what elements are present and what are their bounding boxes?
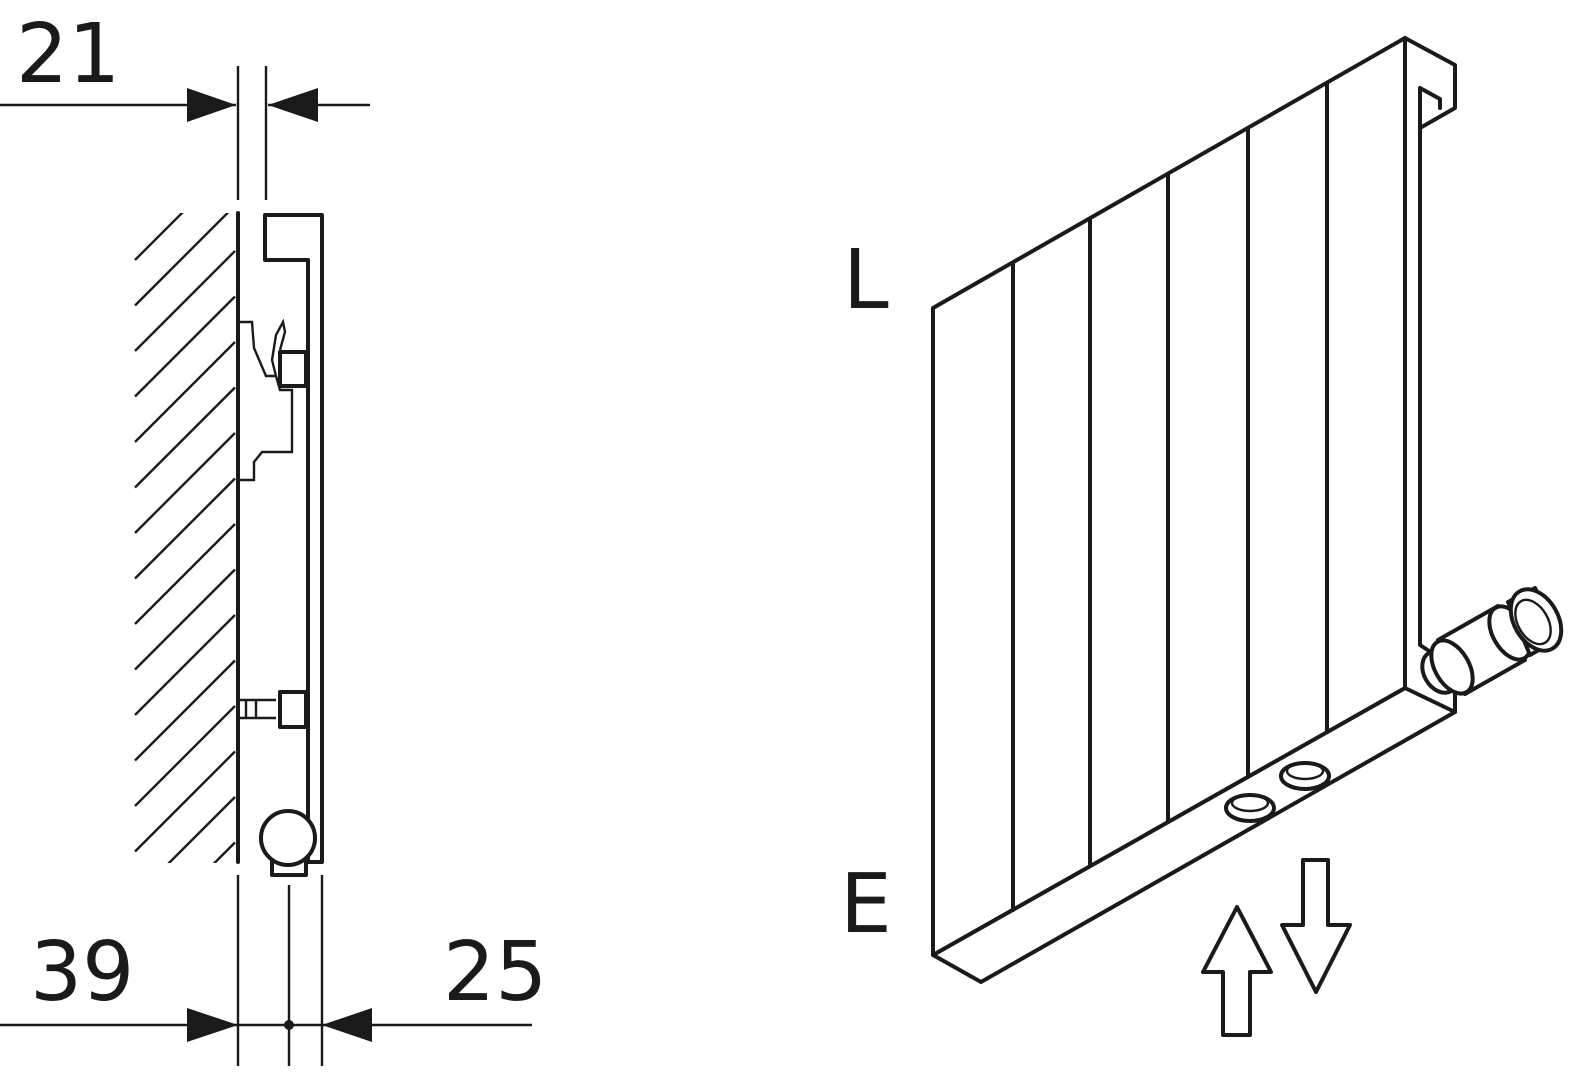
hatch-line: [134, 213, 184, 261]
hatch-line: [134, 386, 236, 489]
upper-bracket: [240, 318, 308, 482]
wall-hatching: [134, 213, 236, 988]
hatch-line: [134, 750, 236, 853]
hatch-line: [134, 705, 236, 807]
flow-arrow-down-icon: [1280, 858, 1352, 994]
dimension-label-21: 21: [16, 7, 120, 102]
iso-view: L E: [840, 36, 1564, 1037]
dimension-label-39: 39: [30, 925, 134, 1020]
hatch-line: [134, 295, 236, 398]
side-view: 21 39: [0, 7, 547, 1066]
hatch-line: [134, 432, 236, 534]
label-e: E: [840, 857, 892, 952]
hatch-line: [134, 341, 236, 443]
hatch-line: [134, 477, 236, 580]
hatch-line: [134, 614, 236, 716]
label-l: L: [843, 233, 889, 328]
hatch-line: [134, 568, 236, 671]
hatch-line: [134, 213, 230, 307]
hatch-line: [134, 523, 236, 625]
hatch-line: [134, 659, 236, 762]
dimension-bottom: 39 25: [0, 875, 547, 1066]
thermostatic-valve: [1420, 586, 1564, 696]
bottom-connection: [259, 809, 317, 877]
dimension-label-25: 25: [443, 925, 547, 1020]
hatch-line: [167, 796, 236, 863]
hatch-line: [212, 841, 236, 863]
dimension-21: 21: [0, 7, 370, 200]
hatch-line: [134, 250, 236, 352]
connection-holes: [1224, 761, 1331, 823]
flow-arrow-up-icon: [1201, 905, 1273, 1037]
wall-hook: [1403, 36, 1457, 714]
radiator-profile: [263, 213, 324, 864]
hatch-line: [135, 888, 235, 988]
panel-dividers: [1011, 82, 1329, 912]
lower-bracket: [240, 690, 308, 729]
